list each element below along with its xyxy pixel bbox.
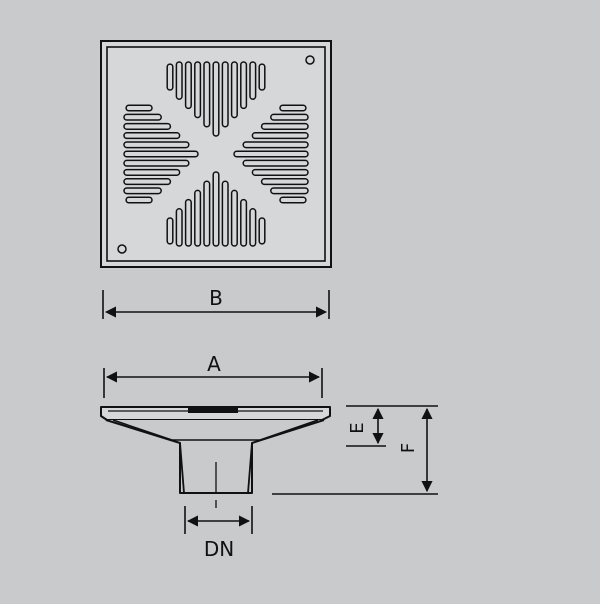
grate-slot	[123, 178, 172, 186]
grate-slot	[184, 61, 192, 110]
grate-slot	[279, 196, 307, 204]
grate-corner-screws	[117, 55, 315, 254]
dimension-f-label: F	[398, 443, 419, 453]
outlet-right-wall	[247, 442, 253, 494]
grate-slot	[251, 132, 309, 140]
grate-slot	[270, 187, 309, 195]
dimension-e-f	[272, 405, 438, 495]
grate-slot	[123, 168, 181, 176]
screw-hole-bottom-left	[117, 244, 127, 254]
grate-slot	[240, 61, 248, 110]
drain-side-section	[100, 406, 331, 508]
grate-slot	[194, 61, 202, 119]
grate-slot	[233, 150, 309, 158]
grate-outer-frame	[100, 40, 332, 268]
dimension-b: B	[102, 286, 330, 319]
grate-slot	[175, 61, 183, 100]
grate-slot	[242, 141, 309, 149]
grate-plate-bar	[188, 408, 238, 413]
grate-top-view	[100, 40, 332, 268]
dimension-dn	[184, 506, 253, 534]
grate-slot	[203, 180, 211, 247]
grate-slot	[230, 61, 238, 119]
dimension-a-label: A	[207, 352, 221, 376]
grate-slot	[123, 159, 190, 167]
grate-slot	[221, 180, 229, 247]
grate-slot	[203, 61, 211, 128]
grate-slot	[184, 198, 192, 247]
dimension-b-label: B	[209, 286, 223, 310]
screw-hole-top-right	[305, 55, 315, 65]
outlet-left-wall	[179, 442, 185, 494]
grate-slot	[125, 104, 153, 112]
grate-slot	[251, 168, 309, 176]
grate-slot	[194, 189, 202, 247]
dimension-dn-label: DN	[204, 537, 234, 561]
grate-slot	[166, 217, 174, 245]
grate-inner-frame	[106, 46, 326, 262]
grate-slot	[258, 217, 266, 245]
grate-slot	[175, 208, 183, 247]
grate-slots	[123, 61, 309, 247]
grate-slot	[212, 171, 220, 247]
grate-slot	[249, 61, 257, 100]
dimension-e-label: E	[347, 422, 368, 433]
dimension-a: A	[103, 352, 323, 398]
grate-slot	[125, 196, 153, 204]
grate-slot	[240, 198, 248, 247]
grate-slot	[258, 63, 266, 91]
grate-slot	[123, 187, 162, 195]
grate-slot	[260, 122, 309, 130]
grate-slot	[123, 150, 199, 158]
grate-slot	[249, 208, 257, 247]
grate-slot	[230, 189, 238, 247]
grate-slot	[123, 132, 181, 140]
grate-slot	[221, 61, 229, 128]
grate-slot	[212, 61, 220, 137]
grate-slot	[279, 104, 307, 112]
grate-slot	[123, 122, 172, 130]
grate-slot	[242, 159, 309, 167]
grate-slot	[270, 113, 309, 121]
grate-slot	[260, 178, 309, 186]
grate-slot	[123, 141, 190, 149]
funnel-body	[105, 419, 325, 494]
grate-slot	[123, 113, 162, 121]
grate-slot	[166, 63, 174, 91]
